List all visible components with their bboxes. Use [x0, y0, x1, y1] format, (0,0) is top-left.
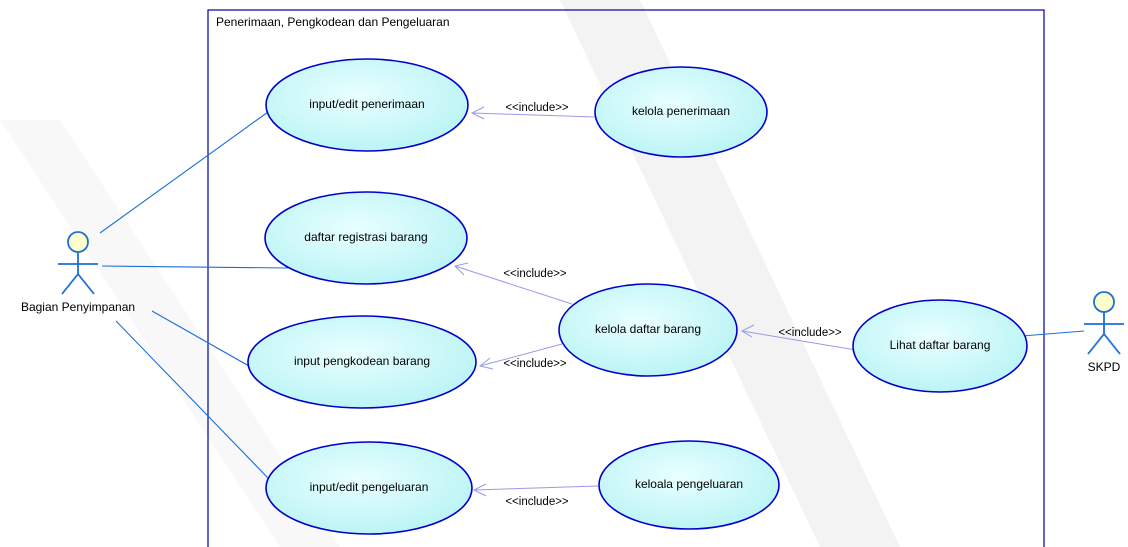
use-case-label: daftar registrasi barang [304, 230, 427, 244]
include-arrowhead [478, 357, 494, 370]
actor-bagian-penyimpanan[interactable] [58, 231, 98, 295]
association-line [115, 320, 269, 479]
use-case-label: Lihat daftar barang [890, 338, 991, 352]
use-case-keloala-pengeluaran[interactable]: keloala pengeluaran [598, 440, 780, 530]
use-case-label: input/edit pengeluaran [310, 480, 429, 494]
use-case-kelola-daftar-barang[interactable]: kelola daftar barang [558, 283, 738, 377]
include-line [479, 343, 563, 367]
association-line [151, 310, 257, 371]
actor-leg [1103, 333, 1121, 355]
include-label: <<include>> [505, 102, 569, 114]
use-case-kelola-penerimaan[interactable]: kelola penerimaan [594, 66, 768, 158]
use-case-lihat-daftar-barang[interactable]: Lihat daftar barang [852, 299, 1028, 393]
include-label: <<include>> [505, 496, 569, 508]
actor-leg [1087, 333, 1105, 355]
include-label: <<include>> [778, 327, 842, 339]
association-line [101, 265, 289, 269]
use-case-label: input/edit penerimaan [309, 97, 424, 111]
include-arrowhead [470, 106, 485, 120]
use-case-label: kelola penerimaan [632, 104, 730, 118]
actor-label: SKPD [1088, 360, 1121, 374]
use-case-label: kelola daftar barang [595, 322, 701, 336]
include-line [473, 485, 599, 491]
include-label: <<include>> [503, 358, 567, 370]
actor-associations [99, 111, 1085, 479]
system-boundary: Penerimaan, Pengkodean dan Pengeluaran [207, 9, 1045, 547]
use-case-input-edit-pengeluaran[interactable]: input/edit pengeluaran [265, 441, 473, 535]
use-case-label: keloala pengeluaran [635, 477, 743, 491]
association-line [99, 111, 269, 234]
background-stripe [0, 120, 340, 547]
include-relations [454, 106, 857, 497]
use-case-input-edit-penerimaan[interactable]: input/edit penerimaan [265, 58, 469, 152]
include-arrowhead [472, 483, 487, 497]
actor-leg [77, 273, 95, 295]
include-arrowhead [454, 262, 469, 276]
use-case-daftar-registrasi-barang[interactable]: daftar registrasi barang [264, 191, 468, 285]
system-title: Penerimaan, Pengkodean dan Pengeluaran [216, 15, 450, 29]
actor-head-icon [1093, 291, 1115, 313]
actor-label: Bagian Penyimpanan [21, 300, 135, 314]
actor-leg [61, 273, 79, 295]
association-line [1021, 330, 1085, 337]
include-arrowhead [740, 324, 755, 338]
include-line [741, 330, 857, 351]
include-line [454, 265, 573, 305]
use-case-input-pengkodean-barang[interactable]: input pengkodean barang [247, 315, 477, 409]
include-label: <<include>> [503, 268, 567, 280]
actor-skpd[interactable] [1084, 291, 1124, 355]
include-line [471, 112, 597, 118]
use-case-label: input pengkodean barang [294, 354, 430, 368]
actor-head-icon [67, 231, 89, 253]
